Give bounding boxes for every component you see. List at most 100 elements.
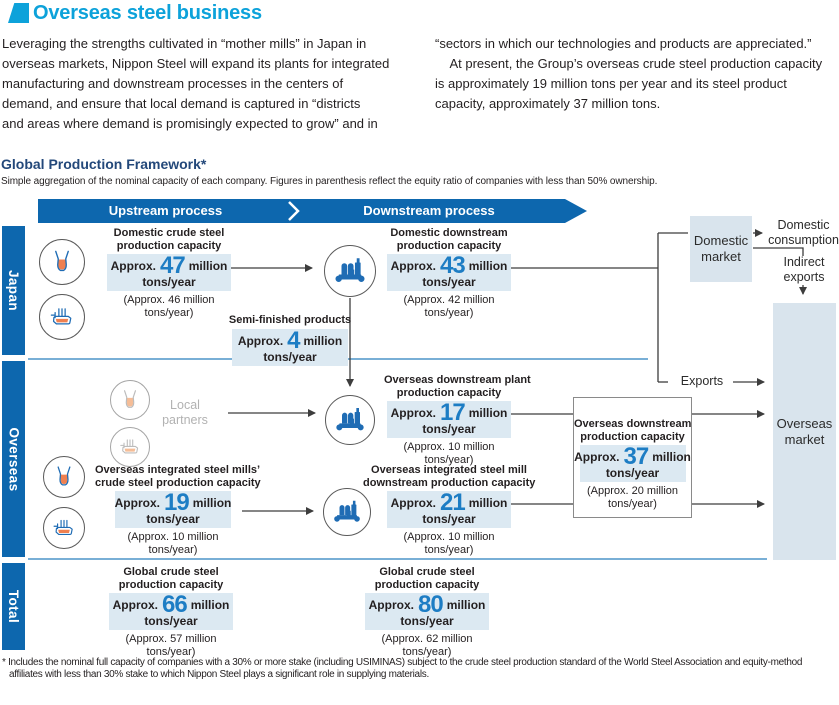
torpedo-car-icon — [50, 514, 78, 542]
capacity-block-overseas-downstream-total: Overseas downstream production capacity … — [573, 397, 692, 518]
row-band-japan: Japan — [2, 226, 25, 355]
row-band-overseas: Overseas — [2, 361, 25, 557]
capacity-title: Overseas integrated steel mill downstrea… — [363, 464, 536, 489]
unit2-label: tons/year — [142, 275, 196, 289]
capacity-paren: (Approx. 20 million tons/year) — [586, 485, 679, 510]
capacity-title: Global crude steel production capacity — [374, 566, 480, 591]
capacity-title: Overseas downstream production capacity — [574, 418, 692, 443]
steel-converter-icon — [117, 387, 143, 413]
capacity-value: 43 — [439, 252, 466, 279]
unit2-label: tons/year — [146, 512, 200, 526]
intro-paragraph-right: “sectors in which our technologies and p… — [435, 36, 823, 111]
unit2-label: tons/year — [144, 614, 198, 628]
capacity-value: 4 — [287, 326, 300, 354]
rolling-mill-circle-overseas-integrated — [323, 488, 371, 536]
process-banner: Upstream process Downstream process — [38, 199, 587, 223]
footnote: * Includes the nominal full capacity of … — [2, 657, 803, 680]
local-partners-label: Local partners — [162, 398, 208, 427]
local-partner-torpedo-circle — [110, 427, 150, 467]
page-title: Overseas steel business — [33, 2, 262, 24]
rolling-mill-circle-overseas-plant — [325, 395, 375, 445]
capacity-paren: (Approx. 42 million tons/year) — [403, 294, 495, 319]
capacity-title: Domestic downstream production capacity — [390, 227, 508, 252]
unit-label: million — [446, 598, 486, 612]
capacity-block-overseas-mill-downstream: Overseas integrated steel mill downstrea… — [363, 464, 535, 556]
approx-label: Approx. — [390, 406, 436, 420]
domestic-consumption-label: Domestic consumption — [768, 218, 839, 247]
upstream-process-label: Upstream process — [108, 203, 223, 218]
approx-label: Approx. — [112, 598, 158, 612]
framework-title: Global Production Framework* — [1, 156, 207, 172]
unit2-label: tons/year — [605, 466, 660, 480]
separator-line-overseas-total — [28, 558, 767, 560]
rolling-mill-circle-domestic — [324, 245, 376, 297]
unit2-label: tons/year — [422, 422, 476, 436]
downstream-process-label: Downstream process — [363, 203, 495, 218]
unit-label: million — [192, 496, 232, 510]
torpedo-car-circle — [39, 294, 85, 340]
capacity-block-overseas-crude: Overseas integrated steel mills’ crude s… — [95, 464, 261, 556]
capacity-paren: (Approx. 46 million tons/year) — [123, 294, 215, 319]
capacity-value: 66 — [161, 591, 188, 618]
unit2-label: tons/year — [422, 512, 476, 526]
capacity-value: 47 — [159, 252, 186, 279]
steel-converter-icon — [50, 463, 78, 491]
capacity-title: Semi-finished products — [228, 314, 352, 326]
rolling-mill-icon — [333, 254, 367, 288]
unit-label: million — [468, 496, 508, 510]
capacity-block-domestic-crude: Domestic crude steel production capacity… — [104, 227, 234, 319]
approx-label: Approx. — [114, 496, 160, 510]
torpedo-car-icon — [117, 434, 143, 460]
capacity-paren: (Approx. 57 million tons/year) — [125, 633, 217, 658]
approx-label: Approx. — [237, 333, 284, 348]
unit-label: million — [303, 333, 343, 348]
approx-label: Approx. — [390, 259, 436, 273]
unit2-label: tons/year — [263, 349, 317, 364]
local-partner-converter-circle — [110, 380, 150, 420]
capacity-title: Overseas integrated steel mills’ crude s… — [95, 464, 261, 489]
unit2-label: tons/year — [400, 614, 454, 628]
approx-label: Approx. — [368, 598, 414, 612]
capacity-title: Overseas downstream plant production cap… — [384, 374, 531, 399]
unit2-label: tons/year — [422, 275, 476, 289]
rolling-mill-icon — [332, 497, 362, 527]
capacity-value: 21 — [439, 489, 466, 516]
indirect-exports-label: Indirect exports — [783, 255, 825, 284]
approx-label: Approx. — [574, 450, 620, 464]
intro-paragraph-left: Leveraging the strengths cultivated in “… — [2, 36, 390, 131]
torpedo-car-icon — [47, 302, 77, 332]
process-chevron-icon — [286, 200, 302, 222]
capacity-value: 19 — [163, 489, 190, 516]
overseas-torpedo-circle — [43, 507, 85, 549]
capacity-block-global-crude-right: Global crude steel production capacity A… — [362, 566, 492, 658]
approx-label: Approx. — [390, 496, 436, 510]
capacity-paren: (Approx. 62 million tons/year) — [381, 633, 473, 658]
approx-label: Approx. — [110, 259, 156, 273]
capacity-block-global-crude-left: Global crude steel production capacity A… — [106, 566, 236, 658]
converter-circle — [39, 239, 85, 285]
steel-converter-icon — [47, 247, 77, 277]
domestic-market-box: Domestic market — [690, 216, 752, 282]
capacity-title: Global crude steel production capacity — [118, 566, 224, 591]
row-band-total: Total — [2, 563, 25, 650]
rolling-mill-icon — [334, 404, 366, 436]
exports-label: Exports — [680, 374, 724, 388]
overseas-market-box: Overseas market — [773, 303, 836, 560]
overseas-converter-circle — [43, 456, 85, 498]
unit-label: million — [468, 406, 508, 420]
capacity-value: 80 — [417, 591, 444, 618]
unit-label: million — [190, 598, 230, 612]
section-bullet-icon — [8, 3, 29, 23]
